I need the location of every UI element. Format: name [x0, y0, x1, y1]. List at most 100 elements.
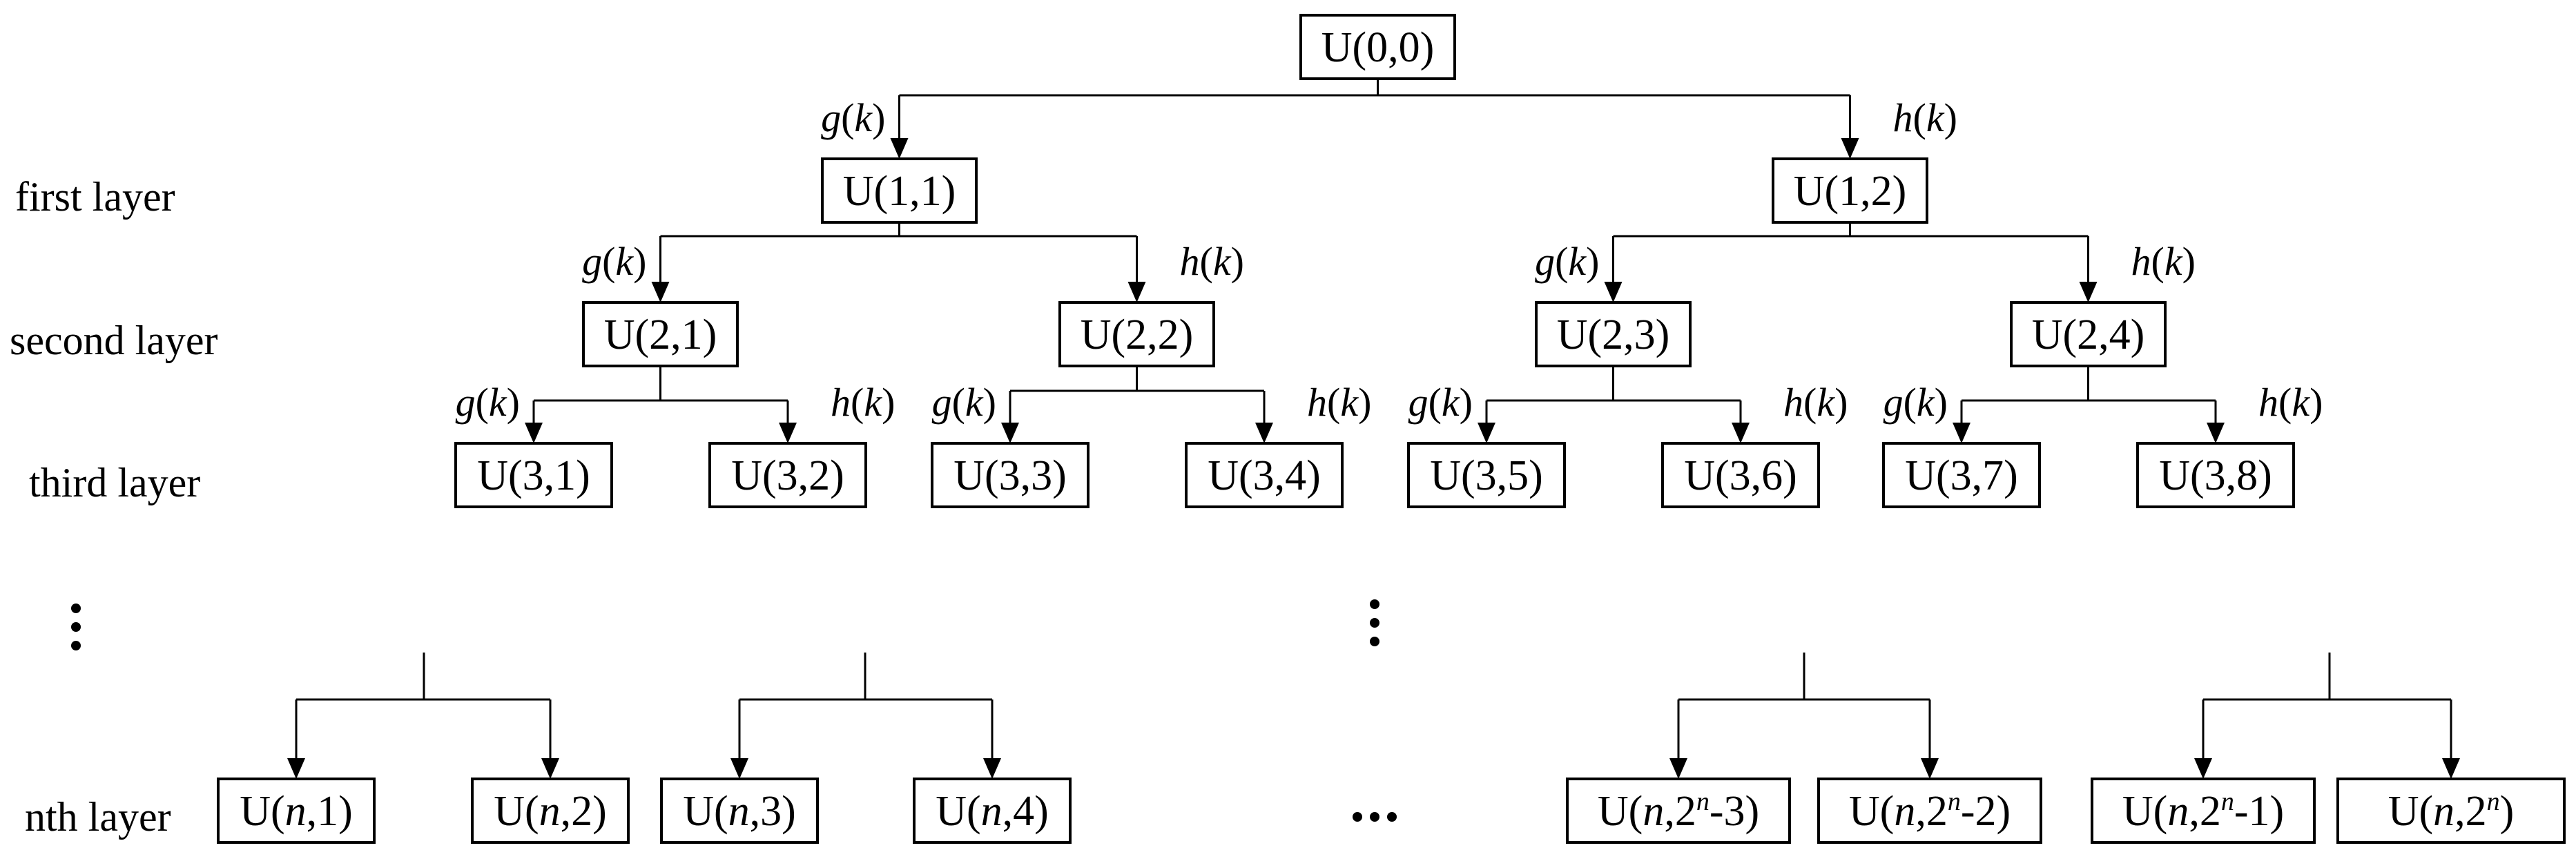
tree-node-label-part: U(3,8) [2159, 452, 2272, 499]
edge-label-part: ) [1935, 380, 1948, 425]
tree-node-label-part: U(3,5) [1430, 452, 1543, 499]
tree-node-label: U(n,2n) [2388, 787, 2515, 835]
tree-node: U(n,3) [660, 778, 819, 844]
tree-node-label-part: U(3,1) [477, 452, 590, 499]
node-layer: U(0,0)U(1,1)U(1,2)U(2,1)U(2,2)U(2,3)U(2,… [217, 14, 2566, 844]
tree-node: U(n,2n-1) [2091, 778, 2316, 844]
edge-label: h(k) [1180, 239, 1244, 284]
arrow-head [2194, 758, 2212, 779]
arrow-head [2442, 758, 2460, 779]
tree-node-label: U(n,2n-3) [1598, 787, 1759, 835]
edge-label-part: k [489, 380, 507, 425]
arrow-head [1255, 423, 1273, 443]
tree-node-label-part: U(1,2) [1794, 168, 1907, 215]
arrow-head [525, 423, 543, 443]
tree-node-box [1299, 14, 1456, 80]
tree-node-box [2136, 442, 2295, 508]
edge-label-part: k [1917, 380, 1935, 425]
edge-label-part: ( [952, 380, 965, 425]
edge-label-part: ) [1944, 95, 1957, 140]
edge-label-part: g [456, 380, 476, 425]
tree-node-label-part: n [1643, 788, 1664, 835]
tree-node: U(3,6) [1661, 442, 1820, 508]
arrow-head [983, 758, 1001, 779]
edge-label-part: ) [633, 239, 646, 284]
edge-label-layer: g(k)h(k)g(k)h(k)g(k)h(k)g(k)h(k)g(k)h(k)… [456, 95, 2323, 425]
arrow-head [651, 282, 670, 302]
tree-node-label-part: -2) [1961, 788, 2011, 835]
tree-node-label: U(3,6) [1684, 452, 1797, 499]
edge-label-part: g [932, 380, 952, 425]
edge-label-part: h [1307, 380, 1327, 425]
tree-node-box [471, 778, 630, 844]
edge-label-part: k [1213, 239, 1232, 284]
tree-node-label: U(3,2) [731, 452, 844, 499]
tree-node-box [1661, 442, 1820, 508]
tree-node-box [2010, 301, 2167, 367]
tree-node-box [1882, 442, 2041, 508]
edge-label-part: ( [1429, 380, 1442, 425]
tree-node-box [931, 442, 1090, 508]
tree-node-box [708, 442, 867, 508]
tree-node: U(3,1) [454, 442, 613, 508]
tree-node-box [2091, 778, 2316, 844]
tree-node-label-part: n [2433, 788, 2454, 835]
tree-node-label-part: U( [2122, 788, 2167, 835]
tree-node: U(3,4) [1185, 442, 1344, 508]
edge-label: g(k) [1535, 239, 1599, 284]
edge-label-part: h [1783, 380, 1803, 425]
tree-node-label-part: U( [240, 788, 284, 835]
edge-label: g(k) [1408, 380, 1473, 425]
edge-label-part: ) [983, 380, 996, 425]
tree-node-box [1817, 778, 2042, 844]
arrow-head [541, 758, 559, 779]
tree-node: U(1,1) [821, 157, 978, 224]
tree-node-label-part: -1) [2234, 788, 2284, 835]
layer-labels: first layer second layer third layer nth… [10, 174, 218, 840]
edge-label-part: k [854, 95, 873, 140]
edge-label: g(k) [582, 239, 646, 284]
edge-label-part: k [1817, 380, 1835, 425]
tree-node-label-part: U( [683, 788, 728, 835]
edge-label-part: h [2131, 239, 2151, 284]
tree-node-label: U(1,1) [843, 168, 956, 215]
arrow-head [1669, 758, 1687, 779]
tree-node-label: U(n,1) [240, 788, 353, 835]
tree-node-box [1566, 778, 1791, 844]
arrow-head [1127, 282, 1146, 302]
edge-label-part: ( [1803, 380, 1817, 425]
tree-node-label: U(1,2) [1794, 168, 1907, 215]
edge-label-part: ) [507, 380, 520, 425]
tree-node-label-part: U( [936, 788, 980, 835]
tree-node-label-part: n [539, 788, 561, 835]
tree-node: U(n,1) [217, 778, 376, 844]
tree-node-label-part: n [2167, 788, 2189, 835]
tree-node-label-part: U( [1849, 788, 1894, 835]
tree-node-label-part: n [981, 788, 1003, 835]
edge-label-part: ) [1358, 380, 1371, 425]
edge-label: h(k) [1893, 95, 1957, 140]
tree-node-label-part: U(3,7) [1905, 452, 2018, 499]
tree-node-label: U(0,0) [1321, 24, 1435, 71]
tree-node-label-part: U(0,0) [1321, 24, 1435, 71]
tree-node: U(n,2n-2) [1817, 778, 2042, 844]
arrow-head [2207, 423, 2225, 443]
arrow-head [1921, 758, 1939, 779]
tree-node-label-part: U(2,3) [1557, 311, 1670, 358]
edge-label-part: k [2165, 239, 2183, 284]
tree-node-label-part: ,2 [1915, 788, 1948, 835]
tree-node-box [217, 778, 376, 844]
edge-label-part: k [864, 380, 882, 425]
tree-node-label-part: U(3,2) [731, 452, 844, 499]
tree-node-label-part: U(3,4) [1208, 452, 1321, 499]
tree-node-label-part: U(2,2) [1081, 311, 1194, 358]
tree-node-label: U(3,8) [2159, 452, 2272, 499]
tree-node-label: U(n,4) [936, 788, 1049, 835]
edge-label-part: ( [602, 239, 615, 284]
edge-label-part: ( [476, 380, 489, 425]
tree-node-label-part: ,2 [2454, 788, 2487, 835]
tree-node-label: U(3,3) [953, 452, 1067, 499]
tree-node-box [582, 301, 739, 367]
tree-node-label-part: U(3,6) [1684, 452, 1797, 499]
edge-label-part: g [821, 95, 841, 140]
